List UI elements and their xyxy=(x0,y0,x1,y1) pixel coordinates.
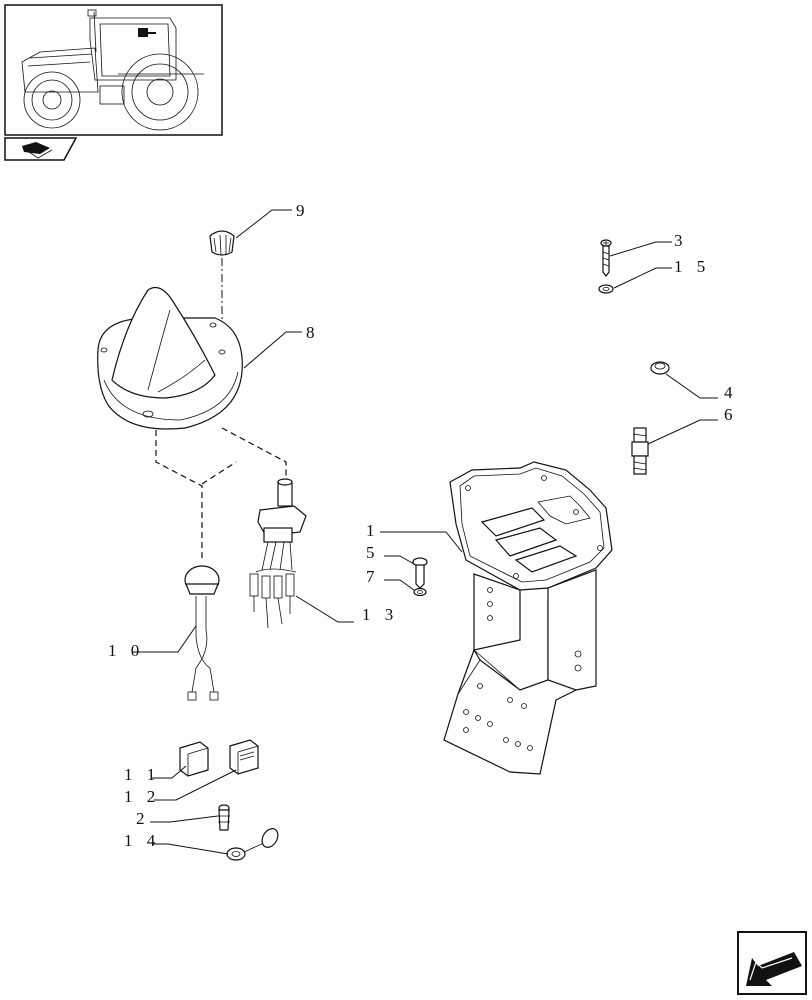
part-potentiometer xyxy=(249,478,307,629)
part-spacer xyxy=(631,427,649,475)
callout-8: 8 xyxy=(306,323,320,342)
leader-2: 2 xyxy=(136,809,219,828)
part-washer-7 xyxy=(413,587,427,597)
leader-1: 1 xyxy=(366,521,463,553)
leader-5: 5 xyxy=(366,543,415,565)
leader-3: 3 xyxy=(609,231,688,257)
callout-10: 1 0 xyxy=(108,641,144,660)
leader-14: 1 4 xyxy=(124,831,229,855)
part-washer-15 xyxy=(598,284,614,294)
callout-1: 1 xyxy=(366,521,380,540)
previous-page-arrow-icon[interactable] xyxy=(737,931,807,995)
callout-12: 1 2 xyxy=(124,787,160,806)
callout-6: 6 xyxy=(724,405,738,424)
part-joystick-housing xyxy=(97,287,243,430)
leader-15: 1 5 xyxy=(613,257,710,289)
leader-12: 1 2 xyxy=(124,769,237,806)
part-relay-11 xyxy=(179,741,209,777)
part-grommet xyxy=(650,361,670,375)
callout-7: 7 xyxy=(366,567,380,586)
callout-15: 1 5 xyxy=(674,257,710,276)
part-screw xyxy=(600,239,612,277)
part-relay-12 xyxy=(229,739,259,775)
callout-3: 3 xyxy=(674,231,688,250)
callout-14: 1 4 xyxy=(124,831,160,850)
callout-4: 4 xyxy=(724,383,738,402)
part-mounting-bracket xyxy=(443,461,613,775)
part-bolt xyxy=(412,557,428,589)
manual-book-icon[interactable] xyxy=(4,137,78,161)
callout-2: 2 xyxy=(136,809,150,828)
leader-7: 7 xyxy=(366,567,415,591)
leader-11: 1 1 xyxy=(124,765,187,784)
leader-13: 1 3 xyxy=(295,595,398,624)
part-cap-tether xyxy=(226,828,279,861)
callout-9: 9 xyxy=(296,201,310,220)
tractor-thumbnail-icon xyxy=(4,4,223,136)
callout-11: 1 1 xyxy=(124,765,160,784)
callout-5: 5 xyxy=(366,543,380,562)
leader-10: 1 0 xyxy=(108,625,197,660)
part-plug xyxy=(218,804,230,831)
leader-8: 8 xyxy=(243,323,320,369)
leader-9: 9 xyxy=(235,201,310,239)
callout-13: 1 3 xyxy=(362,605,398,624)
part-switch-harness xyxy=(184,565,220,701)
leader-4: 4 xyxy=(665,373,738,402)
part-knob xyxy=(209,230,235,256)
leader-6: 6 xyxy=(647,405,738,445)
